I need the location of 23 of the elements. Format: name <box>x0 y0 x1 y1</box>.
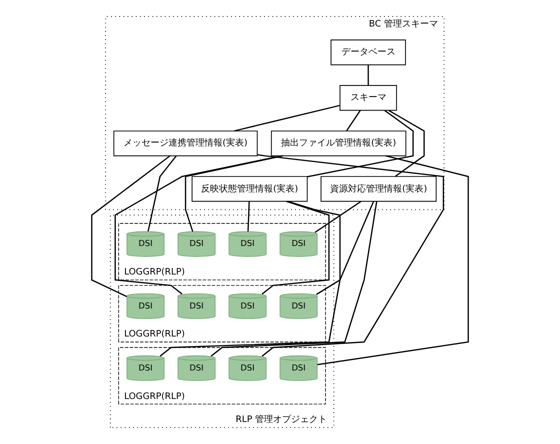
connector <box>247 202 250 232</box>
connector <box>210 201 378 357</box>
connector <box>316 201 374 295</box>
connector <box>184 155 284 232</box>
connector <box>114 155 282 295</box>
node-box: メッセージ連携管理情報(実表) <box>113 130 258 156</box>
node-box: 抽出ファイル管理情報(実表) <box>270 130 406 156</box>
connector <box>160 200 341 357</box>
connector <box>307 110 414 178</box>
connector <box>314 200 362 233</box>
connector <box>234 104 340 132</box>
connector <box>346 110 361 132</box>
connector <box>388 110 425 177</box>
node-box: スキーマ <box>340 85 397 111</box>
node-box: 反映状態管理情報(実表) <box>192 176 308 202</box>
connector <box>257 154 444 357</box>
node-box: データベース <box>330 40 406 66</box>
connector <box>317 155 469 366</box>
connector <box>148 156 177 232</box>
node-box: 資源対応管理情報(実表) <box>320 176 437 202</box>
connector <box>368 64 369 86</box>
connector <box>262 200 330 295</box>
connector <box>91 155 170 298</box>
